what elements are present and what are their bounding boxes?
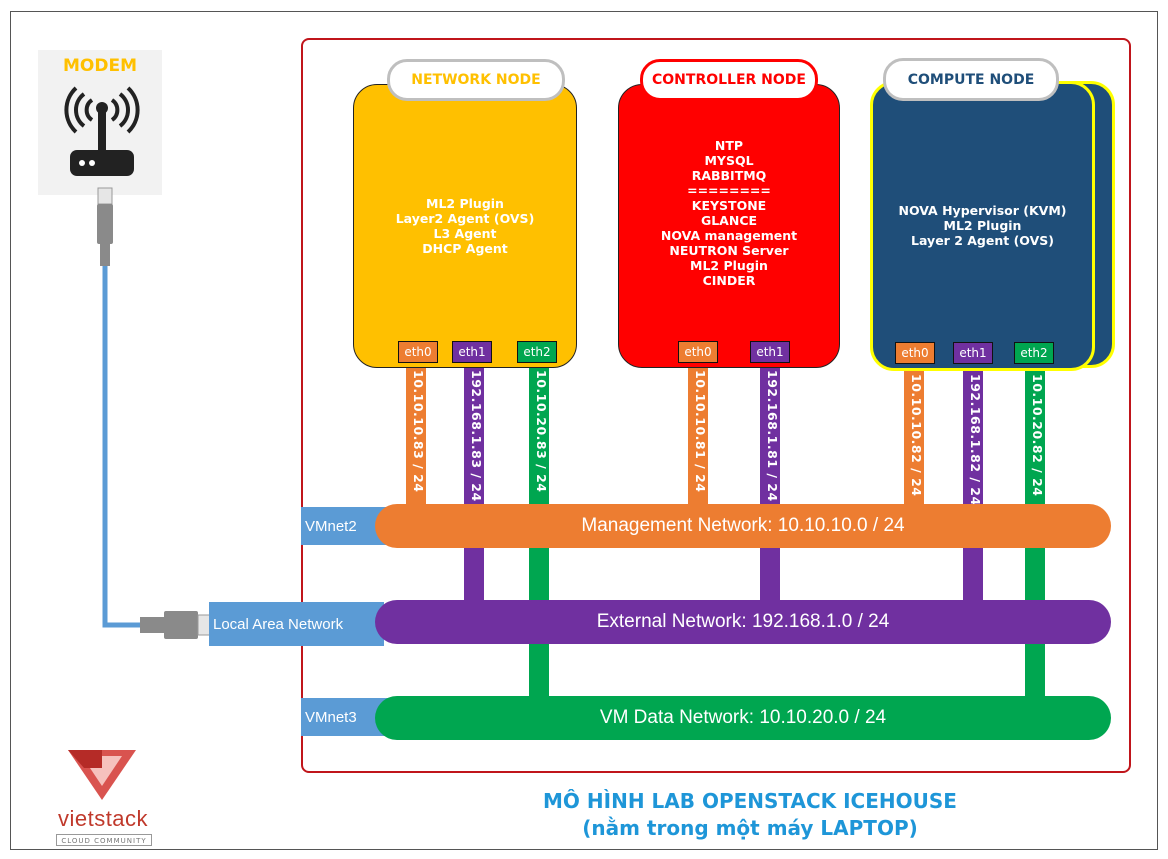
ip-controller-eth1: 192.168.1.81 / 24	[765, 370, 780, 502]
compute-node	[870, 81, 1095, 371]
caption: MÔ HÌNH LAB OPENSTACK ICEHOUSE (nằm tron…	[470, 788, 1030, 842]
controller-eth1-port: eth1	[750, 341, 790, 363]
ip-network-eth2: 10.10.20.83 / 24	[534, 370, 549, 493]
network-eth2-port: eth2	[517, 341, 557, 363]
lan-tag: Local Area Network	[209, 602, 384, 646]
compute-node-services: NOVA Hypervisor (KVM) ML2 Plugin Layer 2…	[898, 203, 1067, 248]
link-compute-eth1	[963, 370, 983, 617]
vietstack-tagline: CLOUD COMMUNITY	[56, 834, 152, 846]
ip-network-eth1: 192.168.1.83 / 24	[469, 370, 484, 502]
network-eth1-port: eth1	[452, 341, 492, 363]
compute-eth1-port: eth1	[953, 342, 993, 364]
modem-label: MODEM	[62, 56, 137, 76]
compute-eth0-port: eth0	[895, 342, 935, 364]
link-network-eth1	[464, 367, 484, 617]
external-network-bus: External Network: 192.168.1.0 / 24	[375, 600, 1111, 644]
outer-frame	[10, 11, 1158, 850]
network-node	[353, 84, 577, 368]
ip-network-eth0: 10.10.10.83 / 24	[411, 370, 426, 493]
network-node-services: ML2 Plugin Layer2 Agent (OVS) L3 Agent D…	[395, 196, 535, 256]
controller-node	[618, 84, 840, 368]
vietstack-logo-text: vietstack	[57, 806, 149, 831]
lan-cable	[97, 187, 211, 639]
ip-compute-eth1: 192.168.1.82 / 24	[968, 374, 983, 506]
compute-eth2-port: eth2	[1014, 342, 1054, 364]
ip-compute-eth0: 10.10.10.82 / 24	[909, 374, 924, 497]
controller-node-title: CONTROLLER NODE	[640, 59, 818, 101]
data-network-bus: VM Data Network: 10.10.20.0 / 24	[375, 696, 1111, 740]
ip-controller-eth0: 10.10.10.81 / 24	[693, 370, 708, 493]
network-node-title: NETWORK NODE	[387, 59, 565, 101]
lab-boundary	[301, 38, 1131, 773]
link-network-eth0	[406, 367, 426, 527]
management-network-bus: Management Network: 10.10.10.0 / 24	[375, 504, 1111, 548]
vietstack-logo-icon	[68, 750, 136, 800]
link-controller-eth0	[688, 367, 708, 527]
network-eth0-port: eth0	[398, 341, 438, 363]
link-compute-eth0	[904, 370, 924, 527]
modem-icon	[64, 86, 140, 176]
ip-compute-eth2: 10.10.20.82 / 24	[1030, 374, 1045, 497]
link-controller-eth1	[760, 367, 780, 617]
caption-line-2: (nằm trong một máy LAPTOP)	[582, 816, 918, 840]
compute-node-title: COMPUTE NODE	[883, 58, 1059, 101]
controller-eth0-port: eth0	[678, 341, 718, 363]
caption-line-1: MÔ HÌNH LAB OPENSTACK ICEHOUSE	[543, 789, 957, 813]
controller-node-services: NTP MYSQL RABBITMQ ======== KEYSTONE GLA…	[660, 138, 798, 288]
